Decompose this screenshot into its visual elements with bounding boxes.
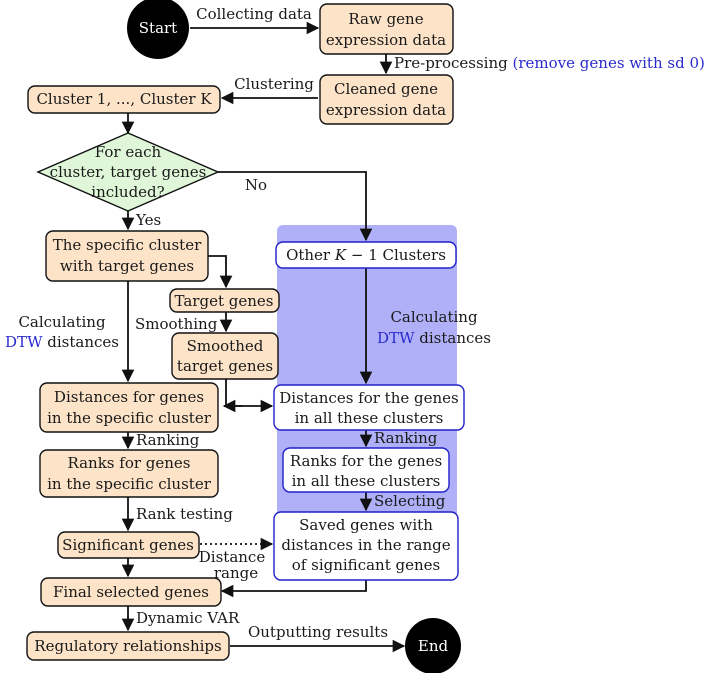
dist-specific-line2: in the specific cluster xyxy=(47,409,212,427)
target-genes-label: Target genes xyxy=(175,292,274,310)
dist-all-line2: in all these clusters xyxy=(295,409,444,427)
dist-all-line1: Distances for the genes xyxy=(279,389,458,407)
clusters-node: Cluster 1, ..., Cluster K xyxy=(27,85,221,114)
label-calc-right-line2: DTW distances xyxy=(377,329,491,347)
label-selecting: Selecting xyxy=(374,492,446,510)
saved-line3: of significant genes xyxy=(292,556,440,574)
final-label: Final selected genes xyxy=(53,583,209,601)
smoothed-line2: target genes xyxy=(177,357,273,375)
label-ranking-left: Ranking xyxy=(136,431,200,449)
specific-cluster-node: The specific cluster with target genes xyxy=(45,230,209,282)
label-range: range xyxy=(214,564,258,582)
saved-line2: distances in the range xyxy=(281,536,450,554)
label-dynamic-var: Dynamic VAR xyxy=(136,609,240,627)
specific-cluster-line2: with target genes xyxy=(60,257,194,275)
label-yes: Yes xyxy=(135,211,161,229)
ranks-all-line2: in all these clusters xyxy=(292,472,441,490)
cleaned-data-node: Cleaned gene expression data xyxy=(319,74,454,125)
start-label: Start xyxy=(139,19,177,37)
raw-data-node: Raw gene expression data xyxy=(319,3,454,55)
end-node: End xyxy=(405,618,461,673)
label-clustering: Clustering xyxy=(234,75,314,93)
label-collecting: Collecting data xyxy=(196,5,312,23)
smoothed-node: Smoothed target genes xyxy=(171,332,279,380)
target-genes-node: Target genes xyxy=(169,288,280,313)
decision-line1: For each xyxy=(95,143,162,161)
decision-line3: included? xyxy=(91,183,164,201)
other-clusters-node: Other K − 1 Clusters xyxy=(275,241,457,269)
final-node: Final selected genes xyxy=(40,577,222,607)
label-distance: Distance xyxy=(199,548,266,566)
regulatory-label: Regulatory relationships xyxy=(34,637,221,655)
edge-specific-target xyxy=(208,255,233,289)
label-calc-right-line1: Calculating xyxy=(390,308,478,326)
edge-saved-final xyxy=(220,580,367,598)
ranks-specific-line1: Ranks for genes xyxy=(67,454,190,472)
ranks-specific-line2: in the specific cluster xyxy=(47,475,212,493)
dist-specific-node: Distances for genes in the specific clus… xyxy=(39,382,219,433)
smoothed-line1: Smoothed xyxy=(187,337,264,355)
dist-all-node: Distances for the genes in all these clu… xyxy=(273,384,465,431)
ranks-specific-node: Ranks for genes in the specific cluster xyxy=(39,449,219,498)
label-rank-testing: Rank testing xyxy=(136,505,233,523)
significant-label: Significant genes xyxy=(62,536,194,554)
cleaned-data-line1: Cleaned gene xyxy=(334,80,438,98)
label-calc-left-line2: DTW distances xyxy=(5,333,119,351)
cleaned-data-line2: expression data xyxy=(326,101,446,119)
clusters-label: Cluster 1, ..., Cluster K xyxy=(36,90,212,108)
saved-node: Saved genes with distances in the range … xyxy=(273,511,459,581)
label-smoothing: Smoothing xyxy=(135,315,218,333)
label-no: No xyxy=(245,176,267,194)
edge-decision-other xyxy=(218,171,373,242)
ranks-all-line1: Ranks for the genes xyxy=(290,452,442,470)
decision-line2: cluster, target genes xyxy=(50,163,207,181)
raw-data-line1: Raw gene xyxy=(348,10,423,28)
decision-node: For each cluster, target genes included? xyxy=(36,132,220,212)
label-preprocessing: Pre-processing (remove genes with sd 0) xyxy=(394,54,705,72)
edge-smoothed-dist-specific xyxy=(225,379,242,407)
specific-cluster-line1: The specific cluster xyxy=(53,236,202,254)
dist-specific-line1: Distances for genes xyxy=(54,388,204,406)
label-calc-left-line1: Calculating xyxy=(18,313,106,331)
label-ranking-right: Ranking xyxy=(374,429,438,447)
end-label: End xyxy=(418,637,449,655)
ranks-all-node: Ranks for the genes in all these cluster… xyxy=(282,447,450,493)
raw-data-line2: expression data xyxy=(326,31,446,49)
other-clusters-label: Other K − 1 Clusters xyxy=(286,246,446,264)
label-outputting: Outputting results xyxy=(248,623,388,641)
start-node: Start xyxy=(127,0,189,59)
saved-line1: Saved genes with xyxy=(299,516,433,534)
significant-node: Significant genes xyxy=(57,531,200,559)
regulatory-node: Regulatory relationships xyxy=(26,631,230,661)
